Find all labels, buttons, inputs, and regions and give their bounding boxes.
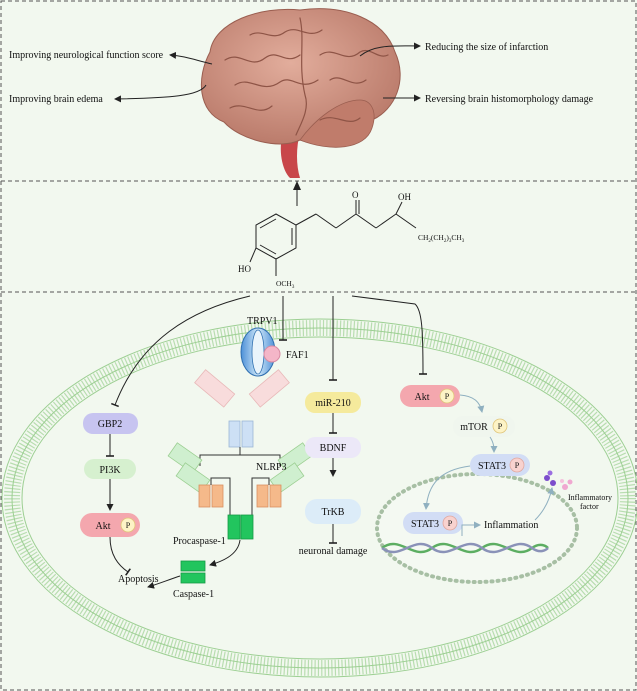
molecule-action-lines [110, 295, 428, 408]
brain-illustration [200, 8, 401, 178]
label-caspase: Caspase-1 [173, 589, 214, 600]
nlrp3-complex-icon [167, 369, 313, 540]
arrow-stat3-inflammation [461, 521, 481, 536]
arrow-akt-mtor [459, 394, 485, 413]
label-apoptosis: Apoptosis [118, 574, 159, 585]
node-trkb [305, 499, 361, 524]
label-p-stat3-inner: P [448, 519, 453, 528]
node-gbp2 [83, 413, 138, 434]
trpv1-channel-icon [240, 327, 276, 377]
label-mtor: mTOR [460, 422, 488, 433]
arrow-inflammation-factor [534, 487, 555, 521]
label-akt-right: Akt [415, 392, 430, 403]
label-inflammation: Inflammation [484, 520, 538, 531]
molecule-up-arrow [293, 181, 301, 190]
molecule-carbonyl-o: O [352, 190, 359, 200]
label-gbp2: GBP2 [98, 419, 122, 430]
outcome-infarction: Reducing the size of infarction [425, 42, 548, 53]
phospho-akt-left-icon [120, 517, 136, 533]
label-trpv1: TRPV1 [247, 316, 278, 327]
dna-helix-icon [381, 542, 549, 554]
phospho-stat3-outer-icon [509, 457, 525, 473]
label-bdnf: BDNF [320, 443, 347, 454]
outcome-neuro-score: Improving neurological function score [9, 50, 164, 61]
label-p-akt-left: P [126, 521, 131, 530]
node-pi3k [84, 459, 136, 479]
arrow-caspase-apoptosis [147, 575, 181, 589]
label-nlrp3: NLRP3 [256, 462, 287, 473]
inflammatory-factor-icon [544, 470, 573, 490]
molecule-methoxy: OCH3 [276, 279, 295, 290]
label-p-stat3-outer: P [515, 461, 520, 470]
phospho-mtor-icon [492, 418, 508, 434]
arrow-stat3-translocation [422, 465, 471, 510]
phospho-akt-right-icon [439, 388, 455, 404]
label-inflammatory-factor-2: factor [580, 502, 599, 511]
inhibit-akt-apoptosis [109, 536, 131, 576]
label-p-akt-right: P [445, 392, 450, 401]
molecule-structure [249, 181, 417, 276]
brain-outcome-arrows [114, 42, 421, 103]
molecule-alkyl-chain: CH2(CH2)3CH3 [418, 233, 465, 244]
outcome-histomorphology: Reversing brain histomorphology damage [425, 94, 594, 105]
label-inflammatory-factor-1: Inflammatory [568, 493, 612, 502]
node-mir210 [305, 392, 361, 413]
caspase1-icon [180, 560, 206, 584]
faf1-icon [263, 345, 281, 363]
phospho-stat3-inner-icon [442, 515, 458, 531]
label-stat3-inner: STAT3 [411, 519, 439, 530]
label-mir210: miR-210 [315, 398, 351, 409]
label-faf1: FAF1 [286, 350, 309, 361]
label-stat3-outer: STAT3 [478, 461, 506, 472]
label-trkb: TrKB [322, 507, 345, 518]
label-neuronal-damage: neuronal damage [299, 546, 368, 557]
molecule-hydroxyl: OH [398, 192, 411, 202]
cell-membrane [1, 318, 637, 678]
outcome-brain-edema: Improving brain edema [9, 94, 103, 105]
label-procaspase: Procaspase-1 [173, 536, 226, 547]
node-bdnf [305, 437, 361, 458]
arrow-mtor-stat3 [489, 436, 498, 453]
molecule-ho: HO [238, 264, 251, 274]
label-p-mtor: P [498, 422, 503, 431]
label-pi3k: PI3K [99, 465, 121, 476]
label-akt-left: Akt [96, 521, 111, 532]
arrow-procaspase-caspase [209, 539, 241, 567]
